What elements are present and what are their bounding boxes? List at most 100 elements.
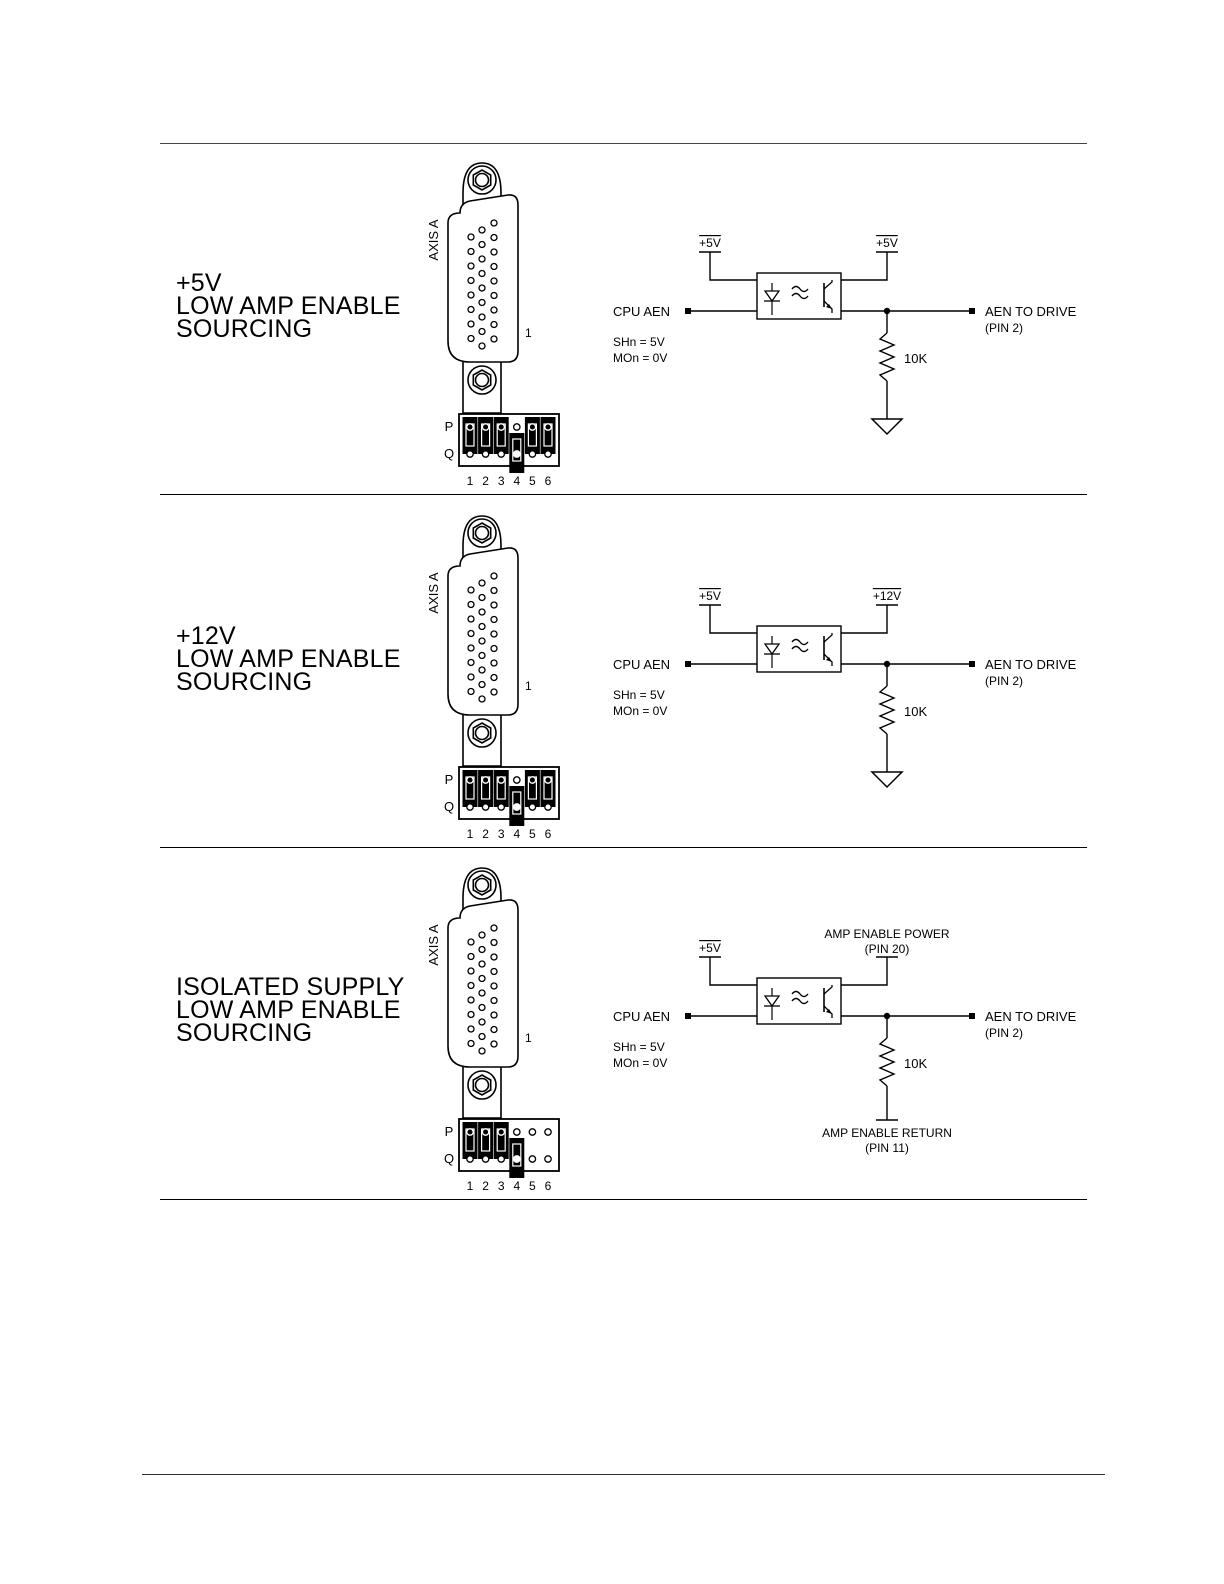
jumper-pin-q <box>544 803 552 811</box>
row-label-p: P <box>445 419 454 434</box>
connector-pin <box>467 687 475 696</box>
jumper-shunt <box>524 770 540 807</box>
column-label: 4 <box>513 474 520 488</box>
connector-pin <box>478 284 486 292</box>
jumper-pin-p <box>528 1128 537 1136</box>
right-supply-wire <box>841 605 888 634</box>
connector-pin <box>490 248 498 256</box>
led-icon <box>763 643 781 656</box>
left-supply-label: +5V <box>699 236 721 250</box>
title-line: ISOLATED SUPPLY <box>176 973 405 1001</box>
mon-label: MOn = 0V <box>613 1056 667 1070</box>
column-label: 5 <box>529 474 536 488</box>
bottom-screw-icon-inner <box>474 1077 490 1093</box>
connector-pin <box>467 981 475 990</box>
mon-label: MOn = 0V <box>613 704 667 718</box>
title-line: LOW AMP ENABLE <box>176 645 401 673</box>
connector-shell <box>447 194 519 363</box>
connector-pin <box>478 974 486 983</box>
connector-pin <box>478 579 486 587</box>
row-label-p: P <box>445 1124 454 1139</box>
connector-pin <box>478 680 486 689</box>
bottom-screw-icon-hex <box>472 369 492 391</box>
connector-pin <box>467 952 475 961</box>
connector-pin <box>467 334 475 343</box>
resistor-icon <box>878 332 896 382</box>
connector-pin <box>478 327 486 336</box>
connector-pin <box>467 1025 475 1033</box>
connector-pin <box>467 615 475 623</box>
connector-pin <box>490 320 498 329</box>
resistor-label: 10K <box>904 704 927 719</box>
connector-pin <box>467 233 475 241</box>
jumper-shunt <box>540 417 556 454</box>
connector-pin <box>478 931 486 939</box>
resistor-icon <box>878 1037 896 1087</box>
jumper-pin-q <box>497 450 506 458</box>
connector-pin <box>490 982 498 990</box>
connector-pin <box>478 637 486 645</box>
jumper-shunt <box>524 417 540 454</box>
connector-pin <box>478 342 486 350</box>
transistor-arrow-icon <box>826 657 832 662</box>
output-label: AEN TO DRIVE <box>985 304 1077 319</box>
title-line: LOW AMP ENABLE <box>176 996 401 1024</box>
resistor-icon <box>878 685 896 735</box>
title-line: +5V <box>176 269 222 297</box>
transistor-arrow-icon <box>826 1009 832 1014</box>
transistor-collector <box>823 633 833 643</box>
jumper-pin-q <box>512 803 521 811</box>
optocoupler-icon <box>756 272 842 320</box>
footer-rule <box>142 1474 1105 1475</box>
jumper-pin-p <box>544 776 552 784</box>
connector-pin <box>478 298 486 307</box>
connector-pin <box>478 1047 486 1055</box>
connector-pin <box>478 593 486 602</box>
connector-pin <box>467 658 475 667</box>
top-screw-icon-hex <box>472 169 492 191</box>
left-supply-label: +5V <box>699 589 721 603</box>
connector-pin <box>490 967 498 976</box>
jumper-pin-q <box>481 1155 490 1163</box>
column-label: 5 <box>529 827 536 841</box>
connector-pin <box>478 1032 486 1041</box>
section-divider <box>160 1199 1087 1200</box>
connector-shell <box>447 547 519 716</box>
connector-pin <box>478 622 486 631</box>
jumper-pin-q <box>512 450 521 458</box>
column-label: 4 <box>513 1179 520 1193</box>
connector-bracket <box>462 867 502 1119</box>
jumper-pin-p <box>481 776 490 784</box>
jumper-pin-q <box>512 1155 521 1163</box>
jumper-pin-q <box>466 803 474 811</box>
column-label: 6 <box>545 474 552 488</box>
output-pin-label: (PIN 2) <box>985 321 1023 335</box>
output-pin-label: (PIN 2) <box>985 1026 1023 1040</box>
return-pin-label: (PIN 11) <box>865 1141 909 1155</box>
connector-pin <box>467 291 475 299</box>
connector-pin <box>490 953 498 961</box>
column-label: 1 <box>467 827 474 841</box>
connector-pin <box>478 1003 486 1012</box>
jumper-shunt <box>478 417 494 454</box>
jumper-pin-p <box>512 1128 521 1136</box>
input-label: CPU AEN <box>613 657 670 672</box>
jumper-pin-p <box>512 776 521 784</box>
output-label: AEN TO DRIVE <box>985 1009 1077 1024</box>
top-screw-icon-inner <box>474 525 490 541</box>
title-line: LOW AMP ENABLE <box>176 292 401 320</box>
jumper-pin-q <box>544 450 552 458</box>
optical-coupling-icon <box>791 285 809 300</box>
top-screw-icon-inner <box>474 877 490 893</box>
input-terminal-icon <box>685 661 691 667</box>
right-supply-label: AMP ENABLE POWER <box>824 927 949 941</box>
column-label: 3 <box>498 827 505 841</box>
shn-label: SHn = 5V <box>613 1040 665 1054</box>
jumper-pin-p <box>497 776 506 784</box>
